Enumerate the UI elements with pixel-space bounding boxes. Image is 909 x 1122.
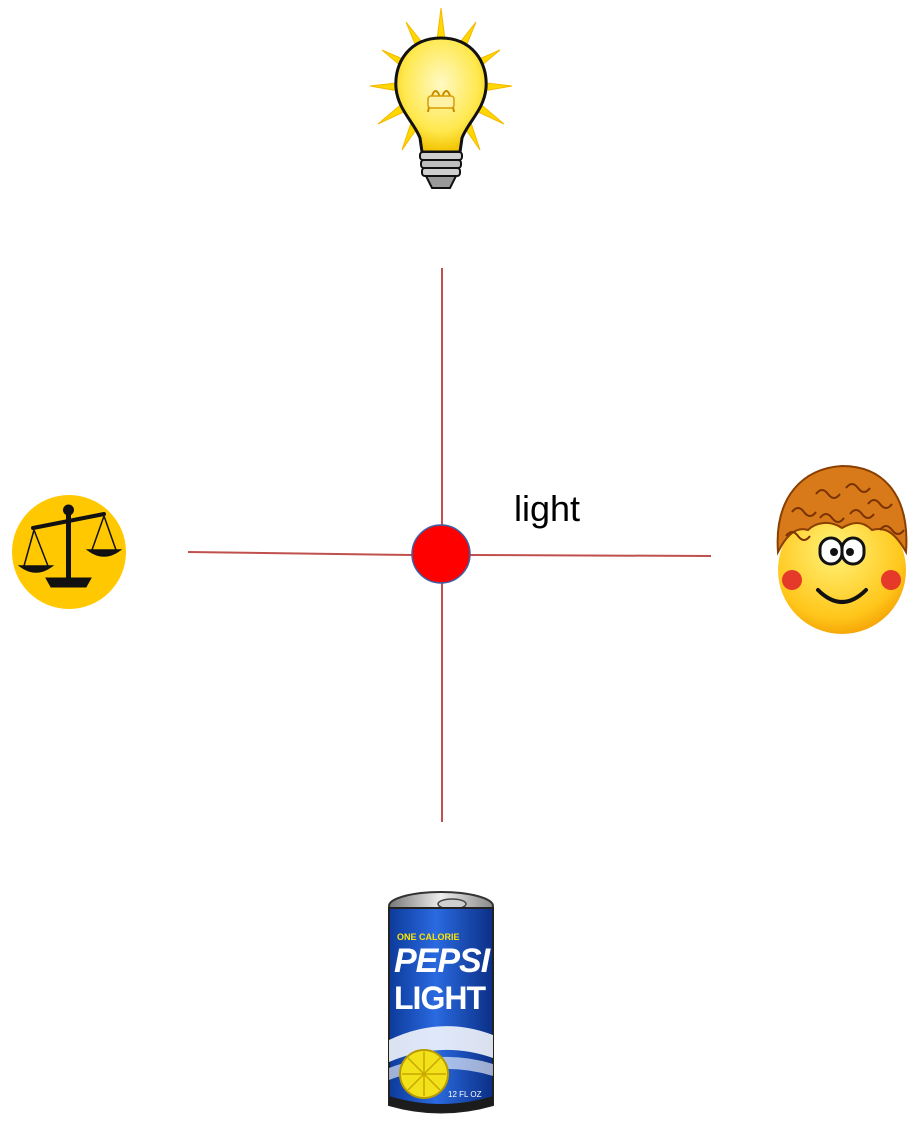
center-node bbox=[411, 524, 471, 584]
center-label: light bbox=[514, 488, 581, 529]
axis-right bbox=[469, 554, 712, 557]
can-text-brand: PEPSI bbox=[394, 942, 490, 980]
light-bulb-icon bbox=[369, 7, 513, 189]
scales-icon bbox=[12, 495, 126, 609]
curly-hair-smiley-icon bbox=[776, 464, 908, 634]
pepsi-light-can-icon bbox=[388, 891, 494, 1114]
axis-left bbox=[187, 551, 414, 556]
can-text-product: LIGHT bbox=[394, 980, 486, 1016]
can-text-volume: 12 FL OZ bbox=[448, 1090, 482, 1099]
can-text-top: ONE CALORIE bbox=[397, 932, 460, 942]
